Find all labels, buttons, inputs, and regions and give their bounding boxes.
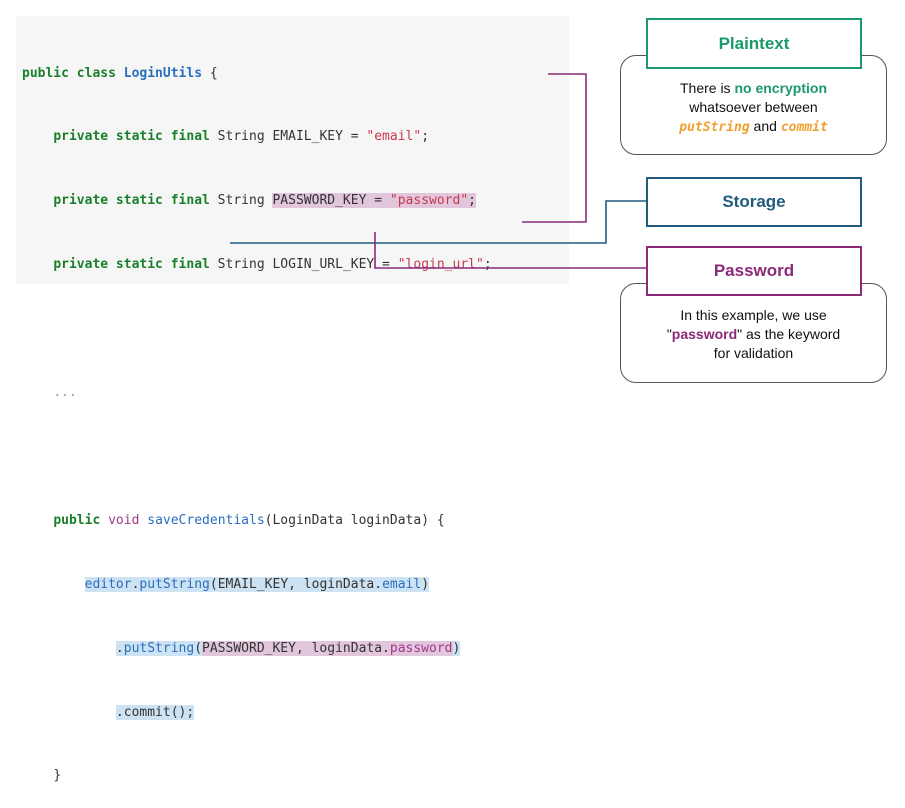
- code-text: PASSWORD_KEY, loginData.: [202, 640, 390, 656]
- plaintext-label: Plaintext: [646, 18, 862, 69]
- keyword: public: [53, 512, 101, 528]
- method-name: saveCredentials: [147, 512, 265, 528]
- code-text: .: [115, 640, 124, 656]
- code-line-ellipsis: ...: [22, 382, 492, 403]
- plaintext-callout: There is no encryption whatsoever betwee…: [620, 55, 887, 155]
- code-text: ): [452, 640, 461, 656]
- password-label: Password: [646, 246, 862, 296]
- code-text: email: [382, 576, 422, 592]
- code-text: PASSWORD_KEY =: [272, 193, 390, 209]
- string-literal: "email": [366, 129, 422, 145]
- keyword: void: [108, 512, 140, 528]
- code-text: {: [202, 65, 218, 81]
- keyword: public class: [22, 65, 116, 81]
- password-callout-text: In this example, we use "password" as th…: [621, 306, 886, 363]
- code-text: editor: [84, 576, 132, 592]
- code-text: EMAIL_KEY =: [272, 129, 367, 145]
- callout-text: ": [666, 326, 672, 342]
- type: String: [209, 193, 273, 209]
- storage-connector: [230, 200, 648, 244]
- callout-line: for validation: [713, 345, 794, 361]
- callout-code: commit: [780, 120, 828, 135]
- code-text: ;: [468, 193, 476, 209]
- code-text: ): [421, 576, 430, 592]
- code-text: .: [131, 576, 140, 592]
- password-callout: In this example, we use "password" as th…: [620, 283, 887, 383]
- callout-emphasis: no encryption: [734, 80, 828, 96]
- callout-line: putString and commit: [621, 117, 886, 137]
- code-panel: [16, 16, 569, 284]
- connector-lines: [230, 73, 648, 269]
- plaintext-callout-text: There is no encryption whatsoever betwee…: [621, 79, 886, 137]
- type: String: [209, 257, 273, 273]
- callout-text: There is: [679, 80, 735, 96]
- code-text: ;: [483, 257, 492, 273]
- password-connector: [374, 232, 648, 269]
- code-line-commit: .commit();: [22, 702, 492, 723]
- password-arg-highlight: PASSWORD_KEY, loginData.password: [202, 640, 453, 656]
- class-name: LoginUtils: [123, 65, 203, 81]
- code-text: ;: [421, 129, 430, 145]
- commit-highlight: .commit();: [115, 704, 195, 720]
- callout-code: putString: [679, 120, 750, 135]
- type: String: [209, 129, 273, 145]
- modifier: private static final: [53, 193, 210, 209]
- code-text: }: [53, 768, 62, 784]
- code-line-put-password: .putString(PASSWORD_KEY, loginData.passw…: [22, 638, 492, 659]
- password-key-highlight: PASSWORD_KEY = "password";: [272, 193, 476, 209]
- code-line-editor: editor.putString(EMAIL_KEY, loginData.em…: [22, 574, 492, 595]
- code-line-email-key: private static final String EMAIL_KEY = …: [22, 126, 492, 147]
- method-call: putString: [123, 640, 195, 656]
- code-text: (: [194, 640, 203, 656]
- callout-line: "password" as the keyword: [621, 325, 886, 344]
- code-line-password-key: private static final String PASSWORD_KEY…: [22, 190, 492, 211]
- code-text: password: [389, 640, 453, 656]
- code-text: (EMAIL_KEY, loginData.: [209, 576, 383, 592]
- modifier: private static final: [53, 129, 210, 145]
- storage-label: Storage: [646, 177, 862, 227]
- callout-emphasis: password: [671, 326, 738, 342]
- plaintext-connector: [522, 73, 587, 223]
- callout-text: " as the keyword: [737, 326, 841, 342]
- callout-line: whatsoever between: [689, 99, 818, 115]
- code-line-blank-2: [22, 446, 492, 467]
- callout-line: There is no encryption: [621, 79, 886, 98]
- code-line-class: public class LoginUtils {: [22, 63, 492, 84]
- callout-line: In this example, we use: [680, 307, 827, 323]
- editor-highlight: editor.putString(EMAIL_KEY, loginData.em…: [84, 576, 430, 592]
- code-line-close: }: [22, 765, 492, 786]
- put-password-highlight: .putString(PASSWORD_KEY, loginData.passw…: [115, 640, 461, 656]
- callout-text: and: [749, 118, 781, 134]
- code-text: LOGIN_URL_KEY =: [272, 257, 398, 273]
- string-literal: "password": [389, 193, 469, 209]
- ellipsis: ...: [53, 385, 77, 401]
- code-line-method: public void saveCredentials(LoginData lo…: [22, 510, 492, 531]
- code-text: (LoginData loginData) {: [264, 512, 445, 528]
- method-call: putString: [139, 576, 210, 592]
- modifier: private static final: [53, 257, 210, 273]
